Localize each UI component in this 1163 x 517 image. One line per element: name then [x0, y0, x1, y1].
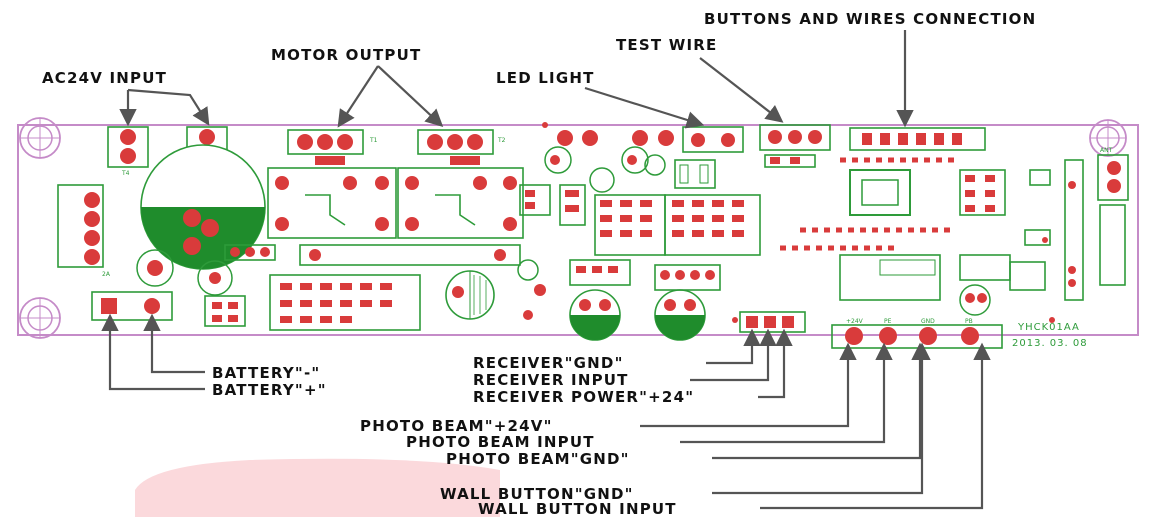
- label-receiver-gnd: RECEIVER"GND": [473, 354, 624, 372]
- terminal-label-pb: PB: [965, 318, 973, 325]
- connector-label-ant: ANT: [1100, 147, 1113, 154]
- smd-component-cluster: [519, 184, 761, 291]
- left-connector-block: [57, 184, 104, 268]
- label-test-wire: TEST WIRE: [616, 36, 717, 54]
- label-led-light: LED LIGHT: [496, 69, 595, 87]
- label-photo-beam-gnd: PHOTO BEAM"GND": [446, 450, 630, 468]
- mounting-hole-icon: [19, 297, 61, 339]
- label-wall-button-gnd: WALL BUTTON"GND": [440, 485, 634, 503]
- pcb-board: T4 T3 2A: [17, 117, 1139, 349]
- connector-label-t2: T2: [497, 137, 506, 144]
- label-wall-button-input: WALL BUTTON INPUT: [478, 500, 677, 517]
- arrow-led-light: [584, 86, 705, 129]
- arrow-photo-beam: [640, 342, 929, 460]
- component-cluster: [517, 130, 674, 320]
- relay: [267, 167, 397, 239]
- capacitor: [569, 289, 621, 341]
- connector-label-t4: T4: [121, 170, 130, 177]
- arrow-motor-output: [337, 65, 444, 128]
- pink-watermark: [135, 458, 500, 517]
- capacitor: [197, 260, 233, 296]
- microcontroller-chip: [780, 157, 960, 251]
- mounting-hole-icon: [1089, 119, 1127, 157]
- label-battery-pos: BATTERY"+": [212, 381, 327, 399]
- arrow-battery: [101, 313, 205, 391]
- mounting-hole-icon: [19, 117, 61, 159]
- smd-component-cluster: [204, 274, 421, 331]
- label-motor-output: MOTOR OUTPUT: [271, 46, 421, 64]
- arrow-wall-button: [712, 342, 991, 510]
- relay: [397, 167, 524, 239]
- terminal-block: +24V PE GND PB: [831, 318, 1003, 349]
- arrow-receiver: [690, 328, 793, 399]
- capacitor: [136, 249, 174, 287]
- capacitor: [445, 270, 495, 320]
- label-photo-beam-24v: PHOTO BEAM"+24V": [360, 417, 553, 435]
- label-battery-neg: BATTERY"-": [212, 364, 320, 382]
- terminal-label-pe: PE: [884, 318, 892, 325]
- battery-connector: [91, 291, 173, 330]
- led-light-connector: [682, 126, 744, 153]
- label-receiver-power: RECEIVER POWER"+24": [473, 388, 694, 406]
- motor-output-connector: T1 T2: [287, 129, 506, 165]
- fuse-label: 2A: [102, 271, 111, 278]
- label-receiver-input: RECEIVER INPUT: [473, 371, 629, 389]
- board-date: 2013. 03. 08: [1012, 338, 1088, 349]
- arrow-ac24v: [119, 88, 210, 127]
- component-row: [224, 244, 521, 266]
- label-photo-beam-input: PHOTO BEAM INPUT: [406, 433, 595, 451]
- connector-label-t1: T1: [369, 137, 378, 144]
- component: [674, 159, 716, 189]
- receiver-connector: [739, 311, 806, 333]
- main-capacitor: [140, 144, 266, 270]
- board-model: YHCK01AA: [1017, 322, 1080, 333]
- label-buttons-wires: BUTTONS AND WIRES CONNECTION: [704, 10, 1036, 28]
- arrow-test-wire: [699, 57, 784, 123]
- terminal-label-24v: +24V: [846, 318, 864, 325]
- capacitor: [654, 289, 706, 341]
- buttons-wires-connector: [849, 127, 986, 151]
- test-wire-connector: [759, 124, 831, 168]
- label-ac24v-input: AC24V INPUT: [42, 69, 167, 87]
- terminal-label-gnd: GND: [921, 318, 935, 325]
- component-cluster-right: ANT: [542, 122, 1129, 323]
